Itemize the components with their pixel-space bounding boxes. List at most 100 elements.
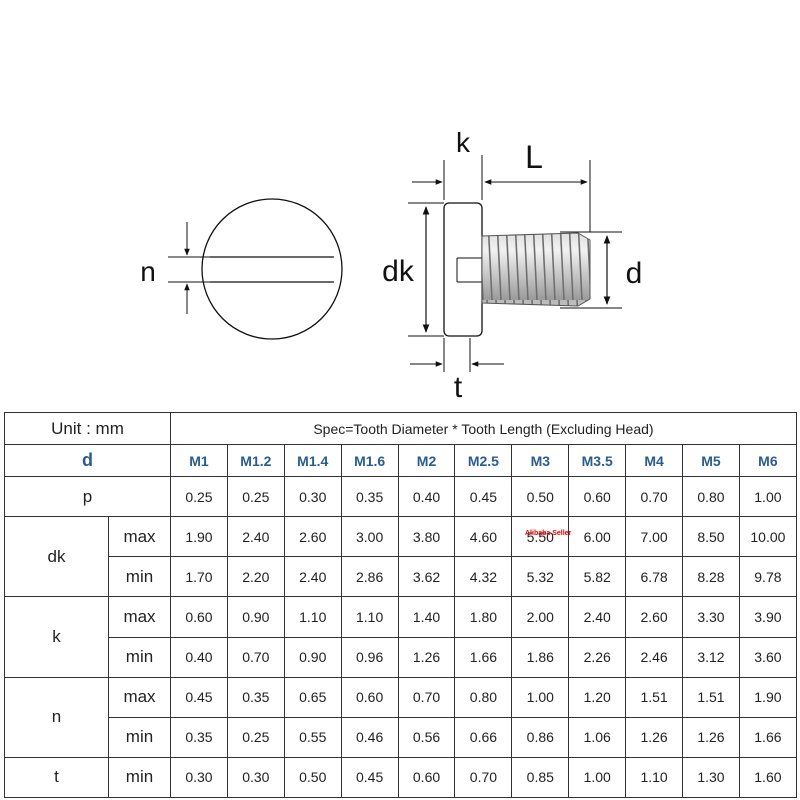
size-cell: M1.6	[340, 444, 399, 478]
sub-label-max: max	[107, 516, 172, 558]
value-cell: 2.00	[511, 596, 570, 638]
value-cell: 0.80	[682, 476, 740, 518]
size-cell: M4	[625, 444, 684, 478]
value-cell: 1.00	[568, 756, 627, 799]
value-cell: 0.45	[340, 756, 399, 799]
value-cell: 4.32	[454, 556, 513, 598]
dimension-n: n	[140, 222, 210, 314]
row-label-dk: dk	[4, 516, 109, 598]
value-cell: 2.46	[625, 636, 684, 678]
value-cell: 0.46	[340, 716, 399, 758]
sub-label-max: max	[107, 676, 172, 718]
watermark-text: Alibaba Seller	[525, 530, 572, 537]
size-row: d M1 M1.2 M1.4 M1.6 M2 M2.5 M3 M3.5 M4 M…	[3, 444, 797, 478]
value-cell: 0.90	[226, 596, 285, 638]
value-cell: 0.50	[511, 476, 570, 518]
value-cell: 3.60	[738, 636, 797, 678]
label-d: d	[626, 257, 643, 290]
value-cell: 1.51	[682, 676, 740, 718]
value-cell: 0.30	[283, 476, 342, 518]
value-cell: 3.12	[682, 636, 740, 678]
value-cell: 2.60	[625, 596, 684, 638]
size-cell: M2.5	[454, 444, 513, 478]
thread-shank	[481, 232, 591, 307]
value-cell: 1.66	[738, 716, 797, 758]
value-cell: 0.40	[397, 476, 456, 518]
dk-min-row: min 1.70 2.20 2.40 2.86 3.62 4.32 5.32 5…	[5, 556, 797, 598]
value-cell: 3.80	[397, 516, 456, 558]
size-cell: M5	[682, 444, 740, 478]
row-label-d: d	[3, 444, 172, 478]
value-cell: 6.78	[625, 556, 684, 598]
dimension-k: k	[412, 127, 483, 200]
row-label-p: p	[3, 476, 172, 518]
table-header-row: Unit : mm Spec=Tooth Diameter * Tooth Le…	[3, 411, 797, 446]
value-cell: 0.60	[397, 756, 456, 799]
value-cell: 0.35	[170, 716, 228, 758]
sub-label-min: min	[107, 636, 172, 678]
value-cell: 1.51	[625, 676, 684, 718]
value-cell: 0.35	[340, 476, 399, 518]
n-min-row: min 0.35 0.25 0.55 0.46 0.56 0.66 0.86 1…	[5, 716, 797, 758]
dimension-l: L	[484, 139, 591, 232]
label-dk: dk	[382, 255, 415, 288]
value-cell: 1.80	[454, 596, 513, 638]
value-cell: 1.40	[397, 596, 456, 638]
row-label-k: k	[4, 596, 109, 678]
label-l: L	[525, 139, 543, 175]
row-label-t: t	[4, 756, 109, 799]
value-cell: 8.28	[682, 556, 740, 598]
t-min-row: t min 0.30 0.30 0.50 0.45 0.60 0.70 0.85…	[4, 756, 797, 799]
value-cell: 0.90	[283, 636, 342, 678]
value-cell: 0.35	[226, 676, 285, 718]
value-cell: 0.30	[170, 756, 228, 799]
value-cell: 9.78	[738, 556, 797, 598]
size-cell: M1.4	[283, 444, 342, 478]
value-cell: 1.26	[397, 636, 456, 678]
dk-max-row: dk max 1.90 2.40 2.60 3.00 3.80 4.60 5.5…	[4, 516, 797, 598]
value-cell: 1.10	[625, 756, 684, 799]
row-label-n: n	[4, 676, 109, 758]
size-cell: M6	[738, 444, 797, 478]
size-cell: M1.2	[226, 444, 285, 478]
value-cell: 0.60	[170, 596, 228, 638]
value-cell: 0.60	[568, 476, 627, 518]
label-t: t	[454, 371, 463, 404]
value-cell: 0.80	[454, 676, 513, 718]
unit-label: Unit : mm	[3, 411, 172, 446]
value-cell: 1.90	[738, 676, 797, 718]
value-cell: 1.00	[738, 476, 797, 518]
value-cell: 0.65	[283, 676, 342, 718]
value-cell: 1.10	[283, 596, 342, 638]
value-cell: 0.50	[283, 756, 342, 799]
value-cell: 0.70	[625, 476, 684, 518]
value-cell: 2.40	[226, 516, 285, 558]
dimension-t: t	[410, 338, 504, 404]
k-max-row: k max 0.60 0.90 1.10 1.10 1.40 1.80 2.00…	[4, 596, 797, 678]
value-cell: 2.60	[283, 516, 342, 558]
value-cell: 0.70	[397, 676, 456, 718]
value-cell: 1.60	[738, 756, 797, 799]
value-cell: 0.66	[454, 716, 513, 758]
value-cell: 0.45	[454, 476, 513, 518]
screw-diagram: n k L dk d	[140, 127, 643, 404]
value-cell: 2.20	[226, 556, 285, 598]
value-cell: 1.90	[170, 516, 228, 558]
value-cell: 0.70	[226, 636, 285, 678]
dimension-d: d	[560, 231, 643, 309]
value-cell: 2.40	[568, 596, 627, 638]
value-cell: 0.85	[511, 756, 570, 799]
n-max-row: n max 0.45 0.35 0.65 0.60 0.70 0.80 1.00…	[4, 676, 797, 758]
value-cell: 1.86	[511, 636, 570, 678]
label-n: n	[140, 256, 156, 287]
k-min-row: min 0.40 0.70 0.90 0.96 1.26 1.66 1.86 2…	[5, 636, 797, 678]
value-cell: 1.00	[511, 676, 570, 718]
size-cell: M3.5	[568, 444, 627, 478]
sub-label-min: min	[107, 756, 172, 799]
value-cell: 5.82	[568, 556, 627, 598]
value-cell: 1.06	[568, 716, 627, 758]
value-cell: 0.25	[170, 476, 228, 518]
value-cell: 0.30	[226, 756, 285, 799]
sub-label-min: min	[107, 716, 172, 758]
value-cell: 4.60	[454, 516, 513, 558]
